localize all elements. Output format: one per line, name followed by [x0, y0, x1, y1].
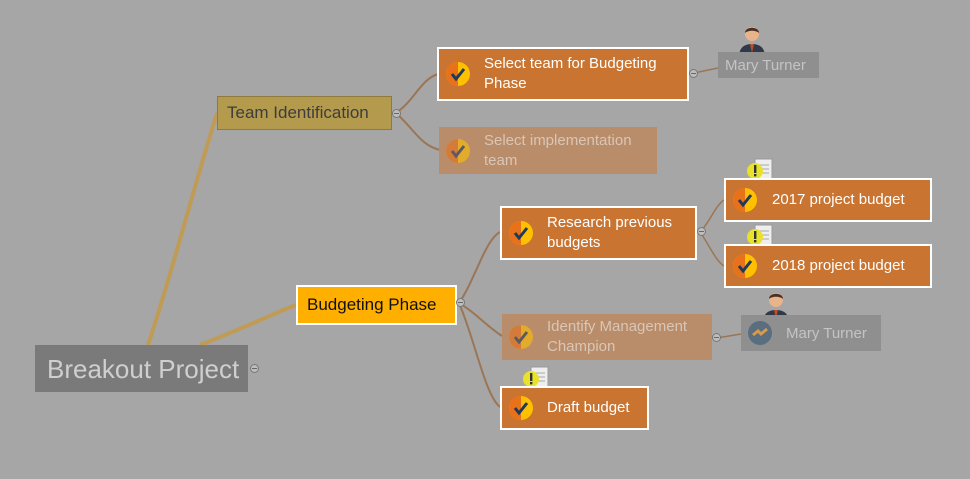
task-complete-icon — [508, 220, 534, 246]
collapse-toggle-icon[interactable] — [697, 227, 706, 236]
task-complete-icon — [445, 138, 471, 164]
resource-mary-turner[interactable]: Mary Turner — [718, 52, 819, 78]
collapse-toggle-icon[interactable] — [392, 109, 401, 118]
assignment-icon — [748, 321, 772, 345]
subtask-2017-project-budget[interactable]: 2017 project budget — [724, 178, 932, 222]
task-select-team-budgeting[interactable]: Select team for Budgeting Phase — [437, 47, 689, 101]
topic-team-identification[interactable]: Team Identification — [217, 96, 392, 130]
task-complete-icon — [445, 61, 471, 87]
task-complete-icon — [732, 253, 758, 279]
collapse-toggle-icon[interactable] — [712, 333, 721, 342]
subtask-2018-project-budget[interactable]: 2018 project budget — [724, 244, 932, 288]
root-topic[interactable]: Breakout Project — [35, 345, 248, 392]
task-research-previous-budgets[interactable]: Research previous budgets — [500, 206, 697, 260]
task-complete-icon — [508, 395, 534, 421]
task-draft-budget[interactable]: Draft budget — [500, 386, 649, 430]
task-complete-icon — [508, 324, 534, 350]
resource-mary-turner[interactable]: Mary Turner — [741, 315, 881, 351]
topic-budgeting-phase[interactable]: Budgeting Phase — [296, 285, 457, 325]
collapse-toggle-icon[interactable] — [456, 298, 465, 307]
task-select-implementation-team[interactable]: Select implementation team — [439, 127, 657, 174]
collapse-toggle-icon[interactable] — [689, 69, 698, 78]
task-complete-icon — [732, 187, 758, 213]
task-identify-management-champion[interactable]: Identify Management Champion — [502, 314, 712, 360]
collapse-toggle-icon[interactable] — [250, 364, 259, 373]
